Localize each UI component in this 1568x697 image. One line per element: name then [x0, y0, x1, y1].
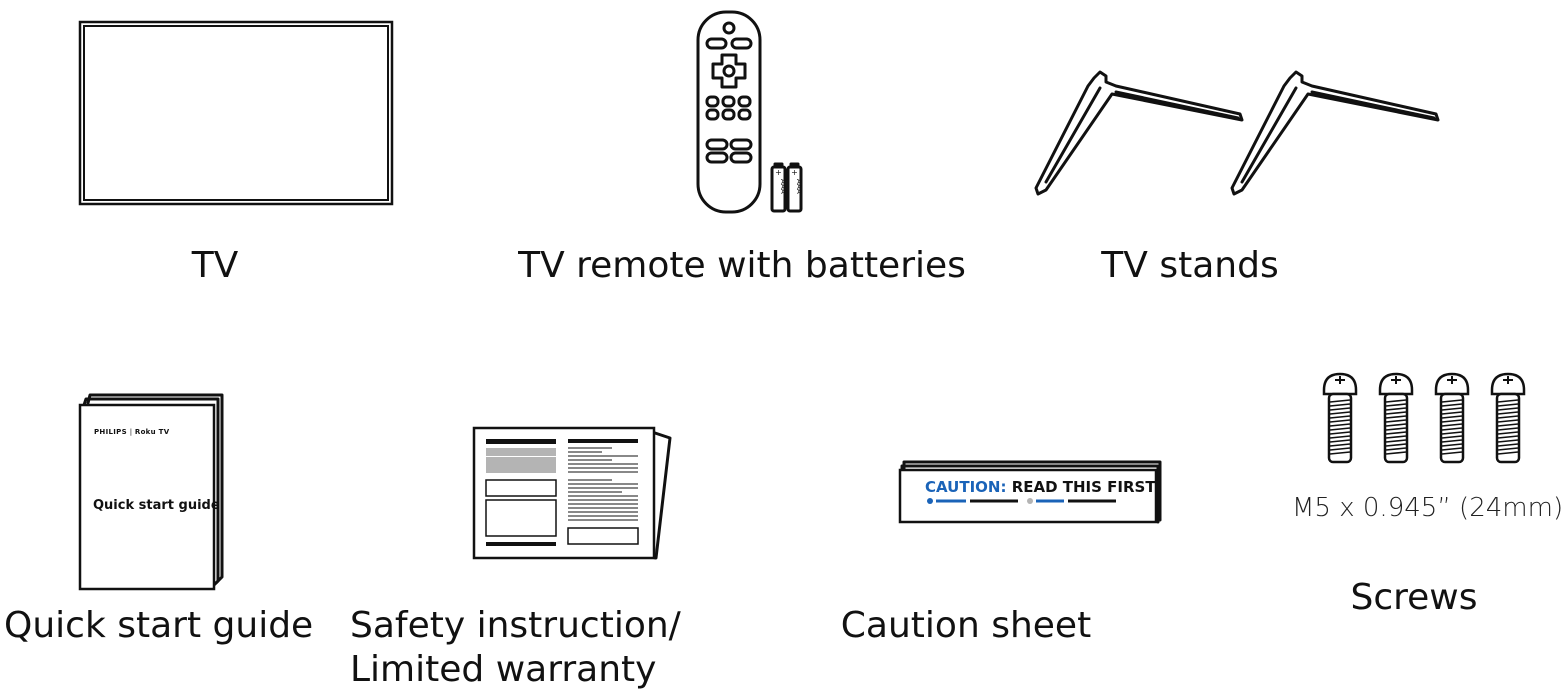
- caution-label: Caution sheet: [840, 605, 1092, 646]
- tv-label: TV: [191, 245, 239, 286]
- screws-label: Screws: [1350, 577, 1478, 618]
- tv-icon: [78, 20, 394, 206]
- remote-icon: [696, 10, 762, 214]
- tv-stand-icon: [1034, 70, 1440, 196]
- booklet-cover-title: Quick start guide: [93, 498, 220, 513]
- booklet-icon: [78, 393, 224, 591]
- safety-label-line2: Limited warranty: [350, 649, 657, 690]
- battery-icon: + + AAA AAA: [770, 162, 803, 213]
- remote-label: TV remote with batteries: [518, 245, 966, 286]
- stands-label: TV stands: [1101, 245, 1279, 286]
- safety-label-line1: Safety instruction/: [350, 605, 681, 646]
- battery-label-2: AAA: [795, 179, 803, 194]
- caution-sheet-icon: [898, 460, 1162, 524]
- screw-spec: M5 x 0.945” (24mm): [1292, 493, 1564, 523]
- svg-text:+: +: [775, 168, 782, 177]
- caution-heading: CAUTION: READ THIS FIRST: [925, 478, 1156, 496]
- svg-text:+: +: [791, 168, 798, 177]
- battery-label: AAA: [779, 179, 787, 194]
- booklet-brand: PHILIPS | Roku TV: [94, 428, 170, 436]
- quick-start-label: Quick start guide: [4, 605, 314, 646]
- screw-icon: [1322, 372, 1526, 464]
- document-icon: [472, 426, 672, 560]
